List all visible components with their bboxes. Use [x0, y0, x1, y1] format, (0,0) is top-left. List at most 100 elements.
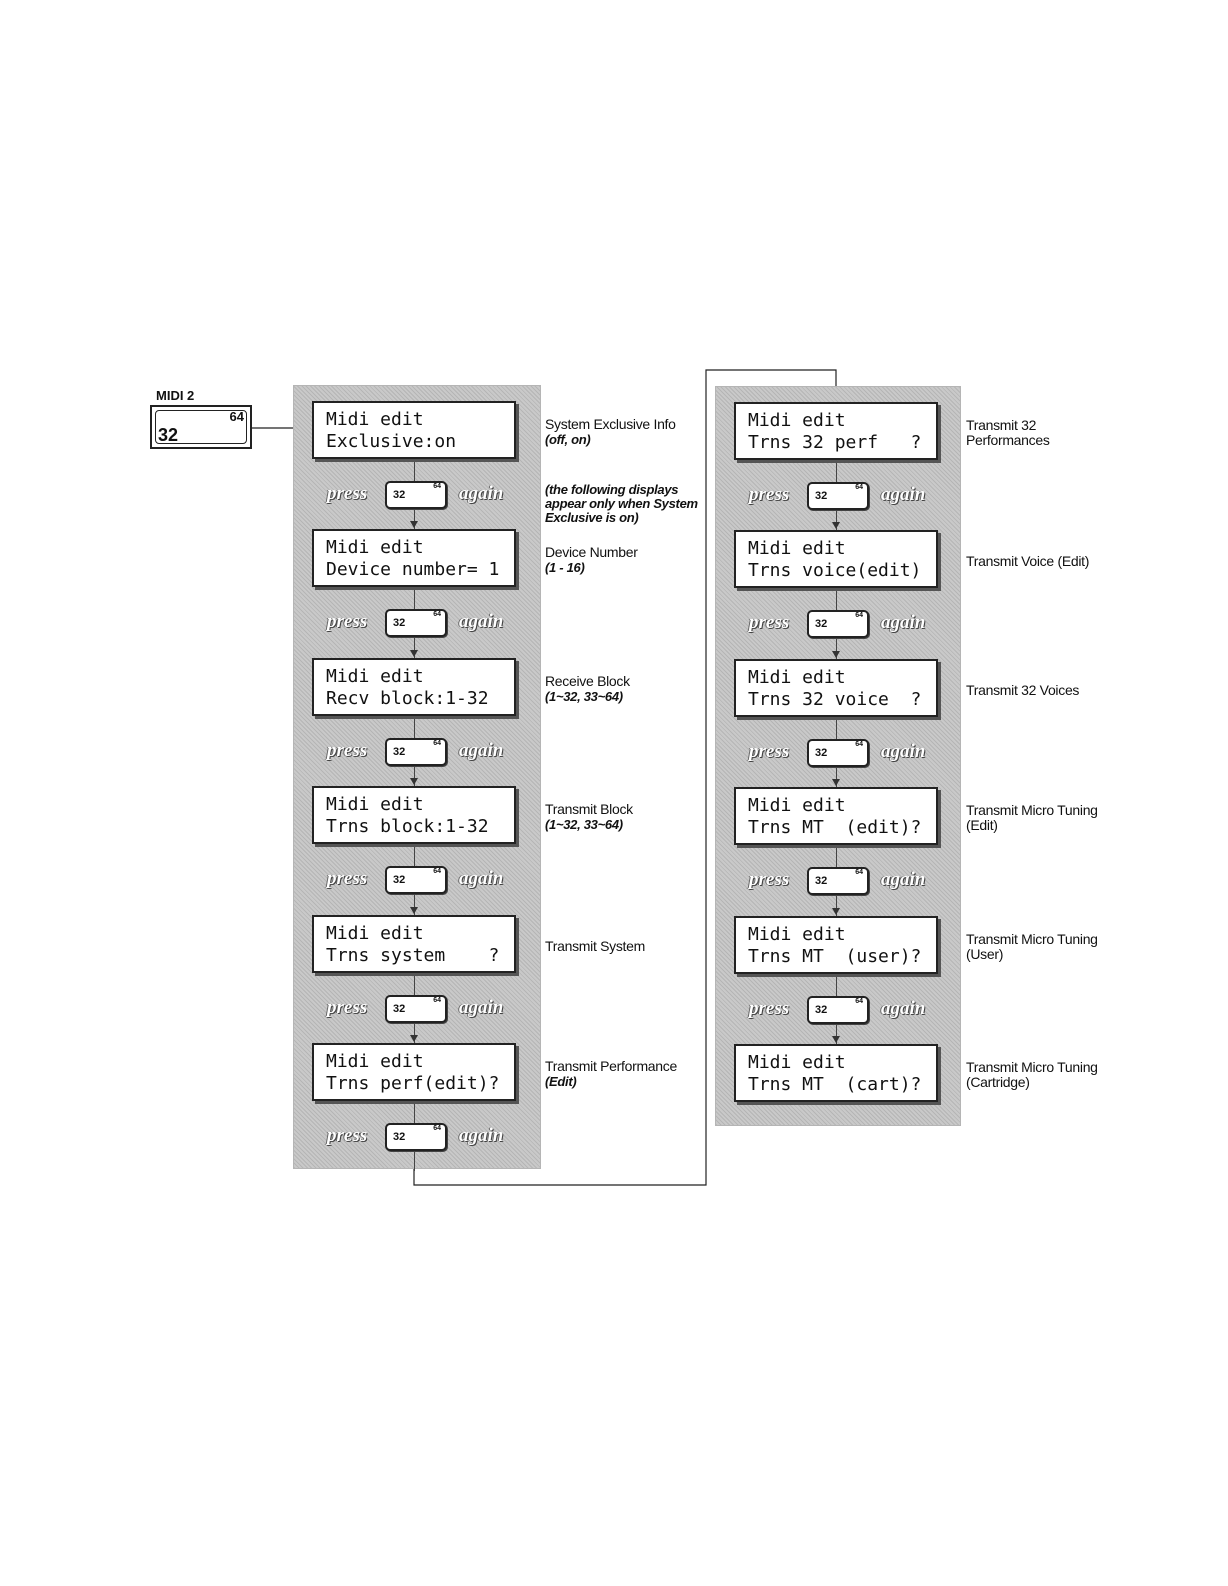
flow-arrow: [410, 1035, 418, 1042]
midi-32-button[interactable]: 32 64: [385, 1123, 447, 1151]
display-description: Transmit Micro Tuning(User): [966, 930, 1098, 962]
lcd-line-2: Trns perf(edit)?: [326, 1073, 500, 1094]
display-description: Transmit Micro Tuning(Cartridge): [966, 1060, 1098, 1090]
press-word: press: [749, 484, 790, 505]
description-text: Transmit 32 Voices: [966, 681, 1080, 698]
display-description: Transmit Voice (Edit): [966, 554, 1089, 569]
lcd-line-2: Trns MT (edit)?: [748, 817, 922, 839]
lcd-line-1: Midi edit: [748, 795, 846, 817]
description-text: Transmit Performance: [545, 1058, 677, 1074]
again-word: again: [459, 868, 504, 890]
press-again-row: press 32 64 again: [293, 993, 539, 1023]
description-text: Receive Block: [545, 672, 630, 689]
lcd-line-1: Midi edit: [748, 1052, 846, 1073]
button-alt-label: 64: [433, 483, 441, 490]
lcd-line-2: Recv block:1-32: [326, 687, 489, 709]
button-alt-label: 64: [433, 1125, 441, 1132]
again-word: again: [881, 740, 926, 762]
description-subtext: (Cartridge): [966, 1074, 1030, 1090]
midi-32-button[interactable]: 32 64: [385, 481, 447, 509]
display-description: Transmit Micro Tuning(Edit): [966, 803, 1098, 833]
flow-arrow: [832, 1036, 840, 1043]
lcd-line-1: Midi edit: [748, 410, 846, 431]
display-description: Transmit System: [545, 938, 645, 954]
button-main-label: 32: [393, 1131, 406, 1143]
midi-2-key[interactable]: 32 64: [150, 405, 252, 449]
description-text: Transmit Micro Tuning: [966, 930, 1098, 947]
midi-32-button[interactable]: 32 64: [385, 994, 447, 1023]
press-word: press: [327, 868, 368, 890]
press-word: press: [327, 483, 368, 504]
lcd-line-2: Trns system ?: [326, 944, 500, 966]
again-word: again: [459, 739, 504, 761]
sysex-note: (the following displays appear only when…: [545, 482, 698, 525]
description-subtext: (Edit): [966, 817, 998, 834]
display-description: System Exclusive Info(off, on): [545, 417, 676, 448]
button-main-label: 32: [393, 874, 406, 887]
display-description: Receive Block(1~32, 33~64): [545, 672, 630, 704]
lcd-line-1: Midi edit: [326, 794, 424, 816]
description-text: Transmit Micro Tuning: [966, 802, 1098, 819]
description-text: Transmit Micro Tuning: [966, 1059, 1098, 1075]
description-text: Transmit Voice (Edit): [966, 553, 1090, 570]
again-word: again: [459, 996, 504, 1018]
button-alt-label: 64: [855, 740, 863, 748]
button-alt-label: 64: [433, 739, 441, 747]
button-alt-label: 64: [855, 869, 863, 877]
button-alt-label: 64: [855, 612, 863, 620]
lcd-line-2: Exclusive:on: [326, 431, 457, 452]
flow-arrow: [410, 778, 418, 786]
button-alt-label: 64: [433, 996, 441, 1004]
button-main-label: 32: [393, 489, 406, 501]
press-word: press: [327, 611, 368, 633]
press-word: press: [749, 612, 790, 634]
midi-key-alt-label: 64: [229, 409, 244, 424]
button-alt-label: 64: [433, 611, 441, 619]
lcd-line-1: Midi edit: [326, 537, 424, 559]
lcd-line-1: Midi edit: [748, 538, 846, 560]
press-word: press: [327, 1125, 368, 1146]
midi-key-inner: [155, 410, 247, 444]
lcd-line-2: Trns 32 perf ?: [748, 432, 922, 453]
midi-32-button[interactable]: 32 64: [385, 866, 447, 895]
press-word: press: [327, 996, 368, 1018]
lcd-line-1: Midi edit: [748, 666, 846, 688]
button-main-label: 32: [815, 1003, 828, 1016]
press-word: press: [749, 997, 790, 1019]
lcd-line-1: Midi edit: [748, 923, 846, 945]
lcd-line-1: Midi edit: [326, 665, 424, 687]
description-subtext: (off, on): [545, 432, 591, 447]
lcd-line-2: Trns 32 voice ?: [748, 688, 922, 710]
lcd-line-2: Trns voice(edit): [748, 560, 922, 582]
lcd-line-2: Trns block:1-32: [326, 816, 489, 838]
button-alt-label: 64: [433, 868, 441, 876]
button-main-label: 32: [815, 490, 828, 502]
button-main-label: 32: [393, 1002, 406, 1015]
lcd-line-1: Midi edit: [326, 409, 424, 430]
again-word: again: [459, 611, 504, 633]
